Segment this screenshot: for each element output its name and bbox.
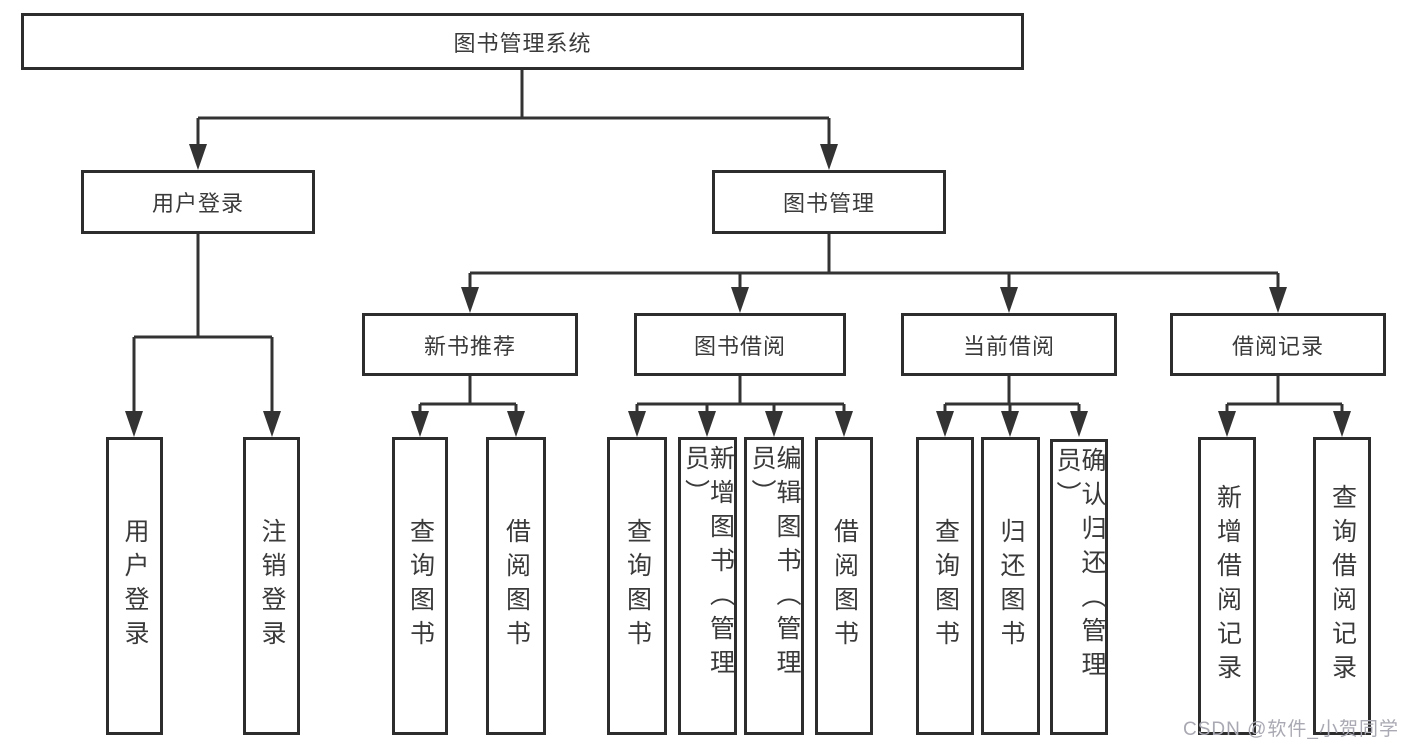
leaf-borrowing-query-books: 查询图书 [607, 437, 667, 735]
leaf-records-query-borrow-record: 查询借阅记录 [1313, 437, 1371, 735]
leaf-borrowing-borrow-books: 借阅图书 [815, 437, 873, 735]
arrowheads [125, 144, 1351, 437]
connector-paths [132, 69, 1344, 418]
node-book-borrowing: 图书借阅 [634, 313, 846, 376]
leaf-borrowing-add-book-admin: 新增图书（管理员） [678, 437, 737, 735]
node-new-book-recommendation: 新书推荐 [362, 313, 578, 376]
leaf-recommend-query-books: 查询图书 [392, 437, 448, 735]
leaf-records-add-borrow-record: 新增借阅记录 [1198, 437, 1256, 735]
leaf-logout: 注销登录 [243, 437, 300, 735]
leaf-current-return-books: 归还图书 [981, 437, 1040, 735]
csdn-watermark: CSDN @软件_小贺同学 [1183, 719, 1399, 740]
node-book-management: 图书管理 [712, 170, 946, 234]
leaf-current-query-books: 查询图书 [916, 437, 974, 735]
node-library-management-system: 图书管理系统 [21, 13, 1024, 70]
node-current-borrowing: 当前借阅 [901, 313, 1117, 376]
leaf-user-login: 用户登录 [106, 437, 163, 735]
node-borrowing-records: 借阅记录 [1170, 313, 1386, 376]
leaf-recommend-borrow-books: 借阅图书 [486, 437, 546, 735]
leaf-borrowing-edit-book-admin: 编辑图书（管理员） [744, 437, 804, 735]
node-user-login: 用户登录 [81, 170, 315, 234]
leaf-current-confirm-return-admin: 确认归还（管理员） [1050, 439, 1108, 735]
